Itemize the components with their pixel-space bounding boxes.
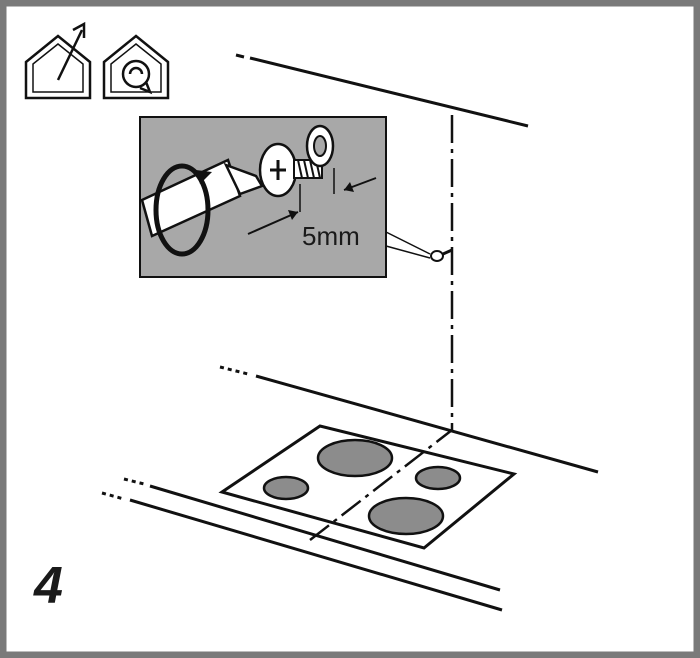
ventilation-outside-icon xyxy=(24,21,92,100)
cooktop-axis-line xyxy=(309,429,453,541)
step-number: 4 xyxy=(34,557,63,615)
recirculation-icon xyxy=(102,34,170,100)
wall-screw xyxy=(430,248,453,262)
burner xyxy=(316,438,394,478)
ceiling-line xyxy=(235,53,529,128)
measurement-label: 5mm xyxy=(302,221,360,251)
worktop-back-edge xyxy=(219,365,599,474)
burner xyxy=(414,465,462,491)
cooktop xyxy=(218,424,518,550)
burner xyxy=(262,475,310,501)
rotation-arrow-icon xyxy=(153,163,211,257)
burner xyxy=(367,496,445,536)
worktop-front-edge xyxy=(101,477,503,612)
screw-detail-panel: 5mm xyxy=(139,116,431,278)
